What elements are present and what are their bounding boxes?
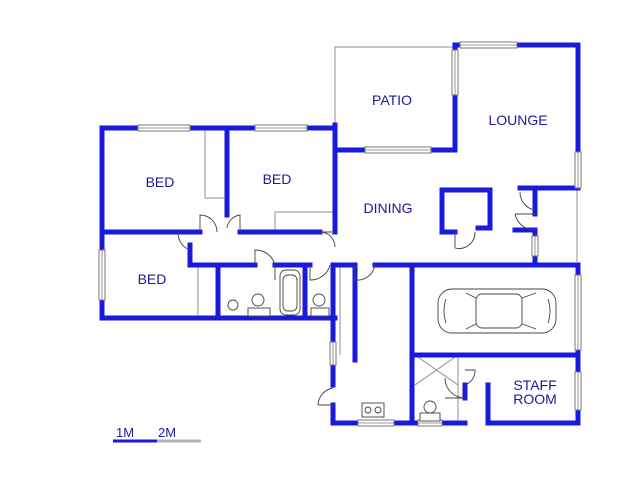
windows — [98, 41, 582, 427]
scale-label-2m: 2M — [158, 425, 176, 440]
car-icon — [437, 288, 557, 334]
room-label-lounge: LOUNGE — [488, 112, 547, 128]
scale-label-1m: 1M — [116, 425, 134, 440]
room-labels: PATIO LOUNGE BED BED DINING BED STAFF RO… — [138, 92, 557, 407]
room-label-dining: DINING — [364, 200, 413, 216]
room-label-staff: STAFF — [513, 377, 556, 393]
room-label-room: ROOM — [513, 391, 557, 407]
room-label-patio: PATIO — [372, 92, 412, 108]
room-label-bed-1: BED — [146, 174, 175, 190]
room-label-bed-3: BED — [138, 271, 167, 287]
walls — [99, 42, 581, 426]
scale-bar: 1M 2M — [113, 425, 201, 443]
room-label-bed-2: BED — [263, 171, 292, 187]
doors — [177, 191, 536, 406]
fixtures — [227, 269, 441, 422]
thin-outlines — [197, 46, 578, 420]
